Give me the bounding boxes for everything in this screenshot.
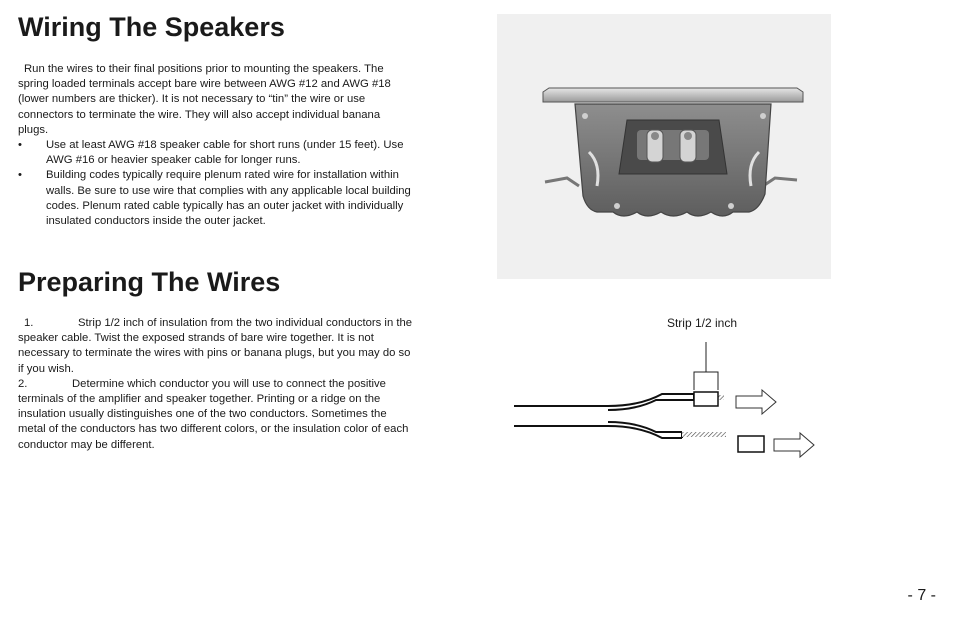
step-number: 2. bbox=[18, 377, 28, 390]
wiring-text-block: Run the wires to their final positions p… bbox=[18, 62, 413, 229]
bullet-marker: • bbox=[18, 169, 22, 182]
step-item: 2.Determine which conductor you will use… bbox=[18, 377, 413, 453]
step-number: 1. bbox=[24, 317, 34, 329]
speaker-back-photo bbox=[497, 14, 831, 279]
wire-diagram-svg: Strip 1/2 inch bbox=[514, 316, 815, 459]
step-item: 1.Strip 1/2 inch of insulation from the … bbox=[18, 316, 413, 377]
wire-strip-diagram: Strip 1/2 inch bbox=[512, 306, 822, 471]
step-text: Strip 1/2 inch of insulation from the tw… bbox=[18, 317, 413, 375]
wiring-bullet-item: • Building codes typically require plenu… bbox=[18, 168, 413, 229]
strip-label: Strip 1/2 inch bbox=[667, 316, 737, 330]
section-title-preparing: Preparing The Wires bbox=[18, 267, 281, 297]
speaker-illustration bbox=[542, 87, 804, 217]
wiring-bullet-item: • Use at least AWG #18 speaker cable for… bbox=[18, 138, 413, 168]
bullet-marker: • bbox=[18, 139, 22, 152]
page-number: - 7 - bbox=[907, 587, 936, 604]
wiring-bullet-text: Use at least AWG #18 speaker cable for s… bbox=[46, 139, 404, 167]
preparing-steps-block: 1.Strip 1/2 inch of insulation from the … bbox=[18, 316, 413, 453]
wiring-bullet-list: • Use at least AWG #18 speaker cable for… bbox=[18, 138, 413, 229]
step-text: Determine which conductor you will use t… bbox=[18, 377, 409, 451]
section-title-wiring: Wiring The Speakers bbox=[18, 12, 285, 42]
wiring-intro-paragraph: Run the wires to their final positions p… bbox=[18, 63, 391, 136]
wiring-bullet-text: Building codes typically require plenum … bbox=[46, 169, 411, 228]
